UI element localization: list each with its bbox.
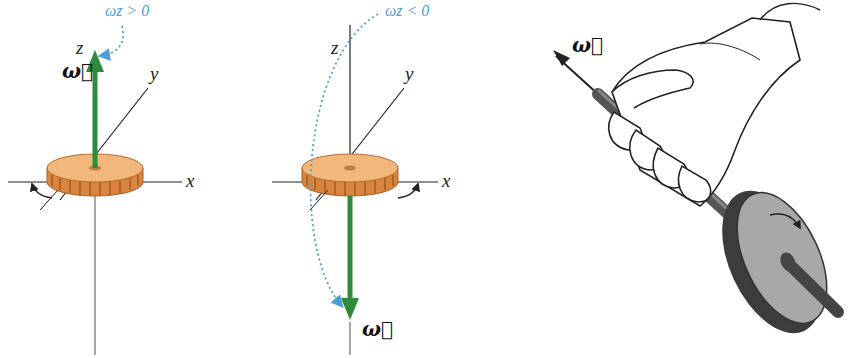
vector-label: ω⃗ bbox=[362, 318, 393, 340]
rotation-sign-caption: ωz > 0 bbox=[105, 2, 149, 20]
hand-wheel bbox=[553, 3, 845, 348]
panel-negative bbox=[272, 14, 438, 355]
axis-label: y bbox=[150, 64, 158, 85]
axis-label: y bbox=[405, 64, 413, 85]
panel-positive bbox=[8, 26, 182, 355]
axis-label: z bbox=[76, 38, 83, 59]
rotation-sign-caption: ωz < 0 bbox=[385, 2, 429, 20]
axis-label: x bbox=[442, 171, 450, 192]
axis-label: z bbox=[331, 38, 338, 59]
axis-label: x bbox=[186, 171, 194, 192]
vector-label: ω⃗ bbox=[62, 60, 93, 82]
vector-label: ω⃗ bbox=[572, 34, 603, 56]
